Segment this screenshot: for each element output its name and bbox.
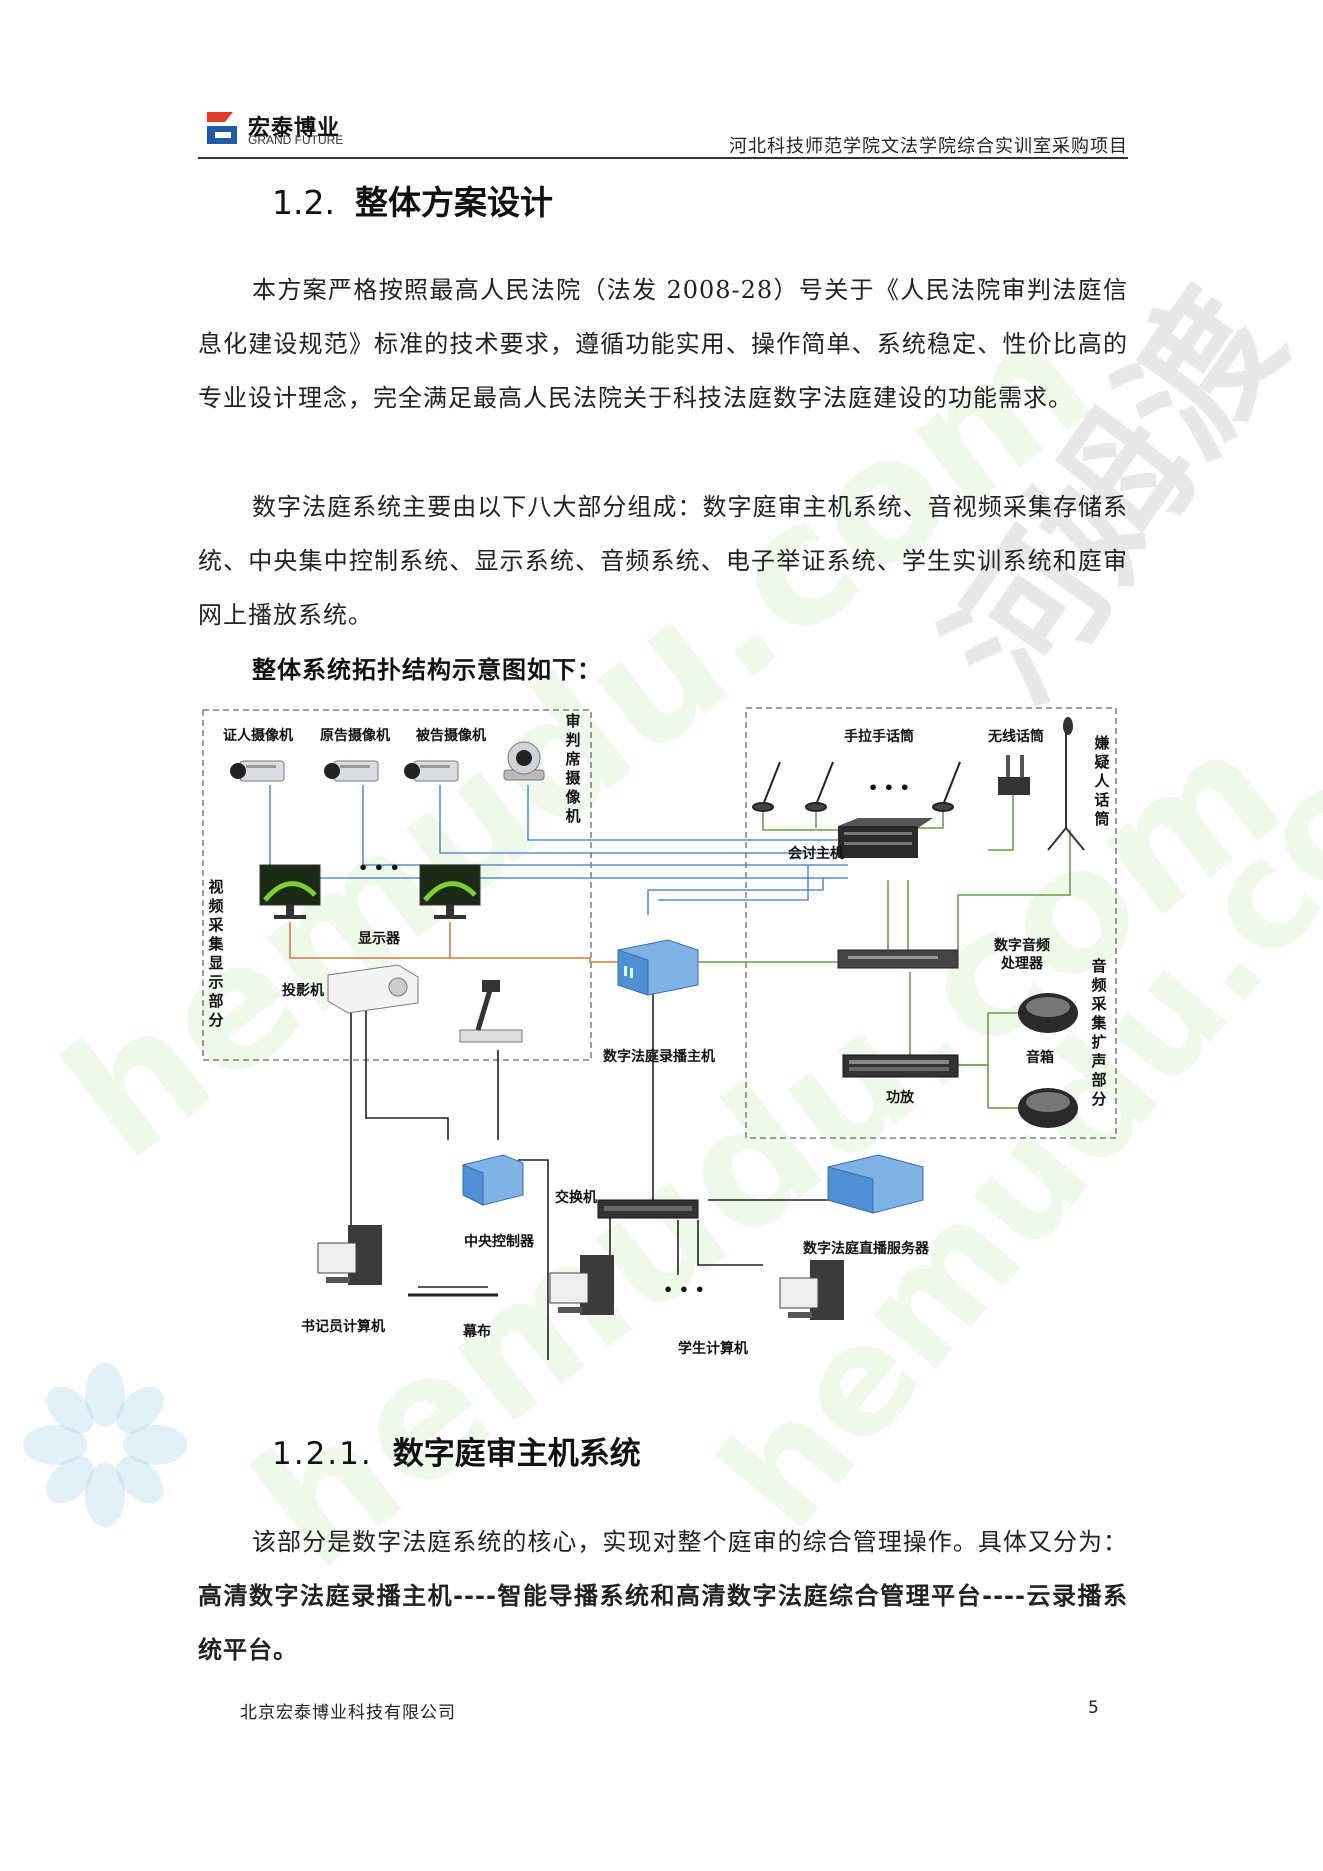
display-signal-lines	[289, 922, 630, 963]
label-clerk-pc: 书记员计算机	[301, 1319, 385, 1335]
computer-icons	[317, 1225, 844, 1320]
watermark-flower-icon	[23, 1363, 187, 1527]
network-lines	[350, 985, 839, 1360]
header-project-title: 河北科技师范学院文法学院综合实训室采购项目	[729, 136, 1128, 157]
label-plaintiff-camera: 原告摄像机	[320, 728, 390, 744]
pc-ellipsis: • • •	[663, 1280, 705, 1299]
body-paragraph: 数字法庭系统主要由以下八大部分组成：数字庭审主机系统、音视频采集存储系统、中央集…	[198, 493, 1128, 629]
subsection-number: 1.2.1.	[272, 1436, 373, 1472]
label-wireless-mic: 无线话筒	[988, 729, 1044, 745]
body-paragraph: 该部分是数字法庭系统的核心，实现对整个庭审的综合管理操作。具体又分为： 高清数字法…	[198, 1515, 1128, 1677]
network-switch-icon	[597, 1199, 699, 1219]
audio-signal-lines	[668, 790, 1071, 1109]
label-defendant-camera: 被告摄像机	[416, 728, 486, 744]
subsection-heading: 1.2.1. 数字庭审主机系统	[272, 1428, 641, 1473]
subsection-title: 数字庭审主机系统	[392, 1436, 641, 1472]
topology-diagram-graphics	[202, 707, 1117, 1360]
label-screen: 幕布	[463, 1324, 491, 1340]
label-audio-group: 音频采集扩声部分	[1091, 957, 1107, 1108]
paragraph-lead: 该部分是数字法庭系统的核心，实现对整个庭审的综合管理操作。具体又分为：	[252, 1528, 1128, 1556]
conference-host-icon	[838, 818, 933, 858]
body-paragraph: 本方案严格按照最高人民法院（法发 2008-28）号关于《人民法院审判法庭信息化…	[198, 276, 1128, 412]
section-title: 整体方案设计	[354, 183, 553, 222]
label-suspect-mic: 嫌疑人话筒	[1094, 734, 1110, 828]
section-number: 1.2.	[272, 183, 335, 222]
display-icons	[259, 864, 481, 919]
label-central-controller: 中央控制器	[464, 1234, 534, 1250]
label-speaker: 音箱	[1026, 1050, 1054, 1066]
dsp-icon	[837, 949, 959, 969]
suspect-mic-stand-icon	[1047, 717, 1085, 851]
label-live-server: 数字法庭直播服务器	[803, 1241, 929, 1257]
central-controller-icon	[462, 1154, 524, 1206]
logo-name-cn: 宏泰博业	[248, 116, 341, 141]
speaker-icons	[1018, 993, 1078, 1128]
label-handheld-mic: 手拉手话筒	[844, 729, 914, 745]
figure-caption: 整体系统拓扑结构示意图如下：	[252, 656, 602, 684]
video-group-box	[202, 709, 592, 1061]
label-amplifier: 功放	[886, 1090, 914, 1106]
audio-group-box	[745, 707, 1117, 1139]
label-judge-camera: 审判席摄像机	[565, 712, 581, 825]
label-projector: 投影机	[282, 983, 324, 999]
label-conference-host: 会讨主机	[788, 846, 844, 862]
logo-name-en: GRAND FUTURE	[248, 133, 344, 147]
label-video-group: 视频采集显示部分	[208, 878, 224, 1029]
paragraph-bold: 高清数字法庭录播主机----智能导播系统和高清数字法庭综合管理平台----云录播…	[198, 1582, 1128, 1664]
label-switch: 交换机	[555, 1190, 597, 1206]
label-recorder: 数字法庭录播主机	[603, 1049, 715, 1065]
label-display: 显示器	[358, 931, 400, 947]
recorder-icon	[617, 939, 699, 996]
display-ellipsis: • • •	[358, 858, 400, 877]
topology-diagram: 证人摄像机 原告摄像机 被告摄像机 审判席摄像机 视频采集显示部分 • • • …	[198, 700, 1128, 1360]
wireless-mic-icon	[998, 755, 1030, 795]
section-heading: 1.2. 整体方案设计	[272, 176, 553, 224]
microphone-icons	[752, 761, 961, 812]
label-witness-camera: 证人摄像机	[223, 728, 293, 744]
header-divider	[198, 157, 1128, 159]
projector-icon	[327, 964, 419, 1014]
amplifier-icon	[842, 1054, 959, 1078]
label-student-pc: 学生计算机	[678, 1341, 748, 1357]
mic-ellipsis: • • •	[868, 778, 910, 797]
camera-icons	[230, 741, 545, 782]
footer-company: 北京宏泰博业科技有限公司	[240, 1703, 456, 1723]
label-dsp: 数字音频处理器	[994, 938, 1050, 972]
document-camera-icon	[459, 980, 523, 1043]
live-server-icon	[827, 1154, 924, 1214]
footer-page-number: 5	[1088, 1698, 1099, 1718]
company-logo-icon	[207, 112, 237, 144]
